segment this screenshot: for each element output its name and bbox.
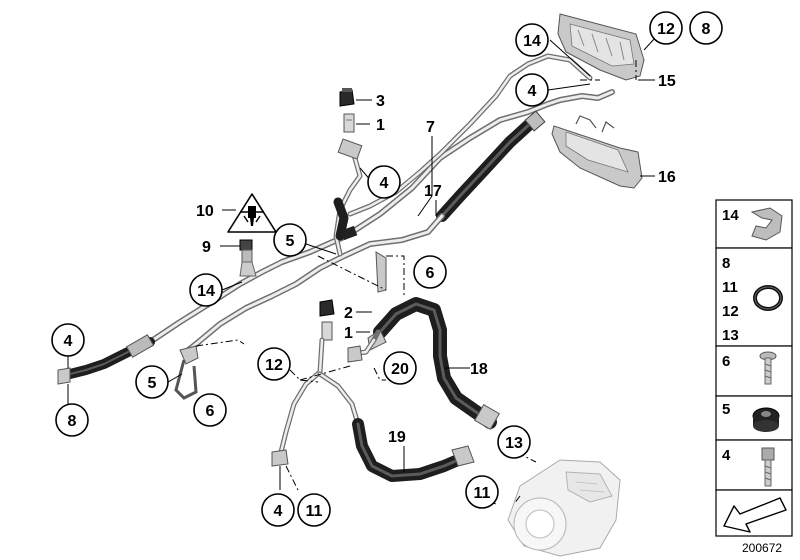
label-17[interactable]: 17	[424, 183, 442, 200]
svg-text:6: 6	[722, 353, 730, 370]
warning-triangle-icon	[227, 193, 277, 233]
callout-4-valve[interactable]: 4	[367, 165, 401, 199]
svg-text:13: 13	[722, 327, 739, 344]
clip-icon	[750, 207, 783, 241]
svg-text:12: 12	[657, 21, 675, 38]
svg-text:12: 12	[722, 303, 739, 320]
legend-arrow-box[interactable]	[715, 489, 793, 537]
bracket-part-16	[551, 115, 643, 189]
ac-pipe-7	[147, 89, 615, 345]
svg-text:8: 8	[702, 21, 711, 38]
svg-text:20: 20	[391, 361, 409, 378]
service-valve-pipe	[333, 138, 363, 257]
label-2[interactable]: 2	[344, 305, 353, 322]
callout-5-center[interactable]: 5	[273, 223, 307, 257]
legend-row-8-11-12-13[interactable]: 8 11 12 13	[715, 247, 793, 347]
valve-cap-2	[319, 299, 335, 317]
bracket-part-15	[557, 13, 645, 81]
svg-text:6: 6	[426, 265, 435, 282]
callout-14-left[interactable]: 14	[189, 273, 223, 307]
bolt-icon	[761, 447, 775, 487]
svg-text:11: 11	[722, 279, 738, 296]
ac-compressor	[507, 459, 621, 557]
callout-8-top[interactable]: 8	[689, 11, 723, 45]
svg-text:8: 8	[722, 255, 730, 272]
valve-core-1-top	[343, 113, 355, 133]
callout-4-top[interactable]: 4	[515, 73, 549, 107]
label-18[interactable]: 18	[470, 361, 488, 378]
svg-text:4: 4	[722, 447, 731, 464]
svg-text:13: 13	[505, 435, 523, 452]
svg-text:4: 4	[274, 503, 283, 520]
callout-8-left[interactable]: 8	[55, 403, 89, 437]
svg-text:5: 5	[722, 401, 730, 418]
svg-text:4: 4	[64, 333, 73, 350]
grommet-icon	[752, 407, 780, 432]
svg-text:14: 14	[197, 283, 215, 300]
callout-12-center[interactable]: 12	[257, 347, 291, 381]
pipe-clip-left	[174, 345, 199, 400]
o-ring-icon	[753, 285, 783, 311]
label-19[interactable]: 19	[388, 429, 406, 446]
legend-row-4[interactable]: 4	[715, 439, 793, 491]
label-9[interactable]: 9	[202, 239, 211, 256]
arrow-down-left-icon	[723, 497, 787, 533]
ac-pipe-lower	[183, 213, 445, 355]
svg-text:4: 4	[528, 83, 537, 100]
svg-text:5: 5	[148, 375, 157, 392]
callout-5-left[interactable]: 5	[135, 365, 169, 399]
callout-6-left[interactable]: 6	[193, 393, 227, 427]
label-1-lower[interactable]: 1	[344, 325, 353, 342]
callout-12-top[interactable]: 12	[649, 11, 683, 45]
hose-17	[436, 110, 546, 222]
label-15[interactable]: 15	[658, 73, 676, 90]
diagram-number: 200672	[742, 541, 782, 555]
hose-18	[367, 297, 500, 430]
callout-11-bottom[interactable]: 11	[297, 493, 331, 527]
svg-text:5: 5	[286, 233, 295, 250]
callout-4-left[interactable]: 4	[51, 323, 85, 357]
valve-core-1-lower	[321, 321, 333, 341]
legend-row-5[interactable]: 5	[715, 395, 793, 441]
label-16[interactable]: 16	[658, 169, 676, 186]
legend-row-14[interactable]: 14	[715, 199, 793, 249]
valve-cap-3	[339, 88, 355, 107]
svg-text:4: 4	[380, 175, 389, 192]
pipe-compressor-lower	[271, 337, 361, 467]
svg-text:8: 8	[68, 413, 77, 430]
pipe-left-end	[57, 334, 155, 385]
hose-19	[352, 418, 475, 482]
label-1-top[interactable]: 1	[376, 117, 385, 134]
callout-20[interactable]: 20	[383, 351, 417, 385]
screw-icon	[759, 351, 777, 385]
svg-text:14: 14	[523, 33, 541, 50]
svg-text:6: 6	[206, 403, 215, 420]
svg-text:11: 11	[306, 503, 323, 520]
label-7[interactable]: 7	[426, 119, 435, 136]
callout-4-bottom[interactable]: 4	[261, 493, 295, 527]
pipe-20	[347, 329, 381, 363]
legend-panel: 14 8 11 12 13 6	[715, 199, 793, 537]
callout-14-top[interactable]: 14	[515, 23, 549, 57]
callout-13[interactable]: 13	[497, 425, 531, 459]
leader-lines	[67, 37, 656, 490]
pressure-sensor-9	[239, 239, 257, 277]
callout-11-right[interactable]: 11	[465, 475, 499, 509]
label-3[interactable]: 3	[376, 93, 385, 110]
svg-text:12: 12	[265, 357, 283, 374]
svg-text:14: 14	[722, 207, 739, 224]
svg-text:11: 11	[474, 485, 491, 502]
label-10[interactable]: 10	[196, 203, 214, 220]
callout-6-center[interactable]: 6	[413, 255, 447, 289]
assembly-dash-lines	[195, 60, 637, 505]
legend-row-6[interactable]: 6	[715, 345, 793, 397]
